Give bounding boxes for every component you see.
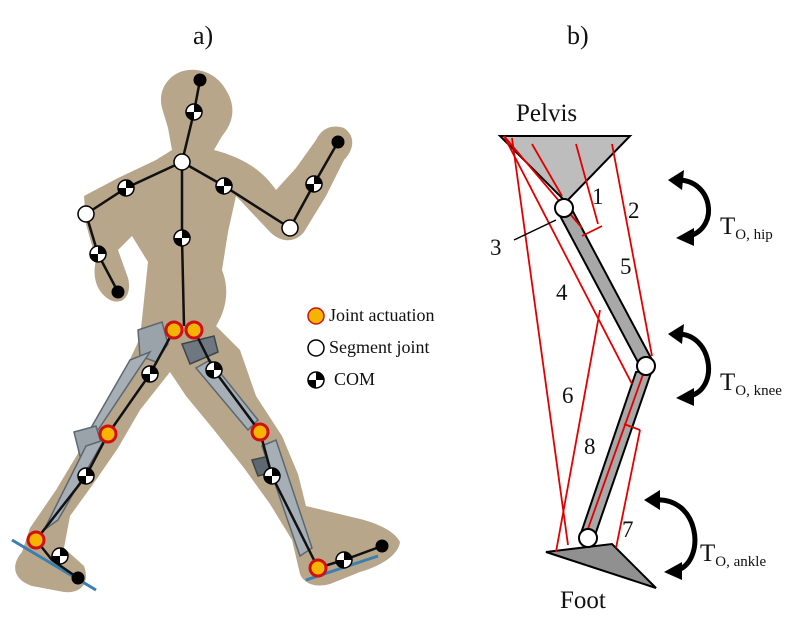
left-hip-actuator (164, 320, 184, 340)
panel-b-joints (554, 198, 656, 548)
com-marker (305, 175, 323, 193)
muscle-labels: 1 2 3 4 5 6 7 8 (490, 184, 640, 542)
muscle-label-8: 8 (584, 434, 596, 459)
right-elbow-joint (281, 219, 299, 237)
hip-joint (554, 198, 574, 218)
left-knee-actuator (98, 424, 118, 444)
right-hip-actuator (184, 320, 204, 340)
com-marker (89, 245, 107, 263)
torque-label-hip: TO, hip (720, 213, 773, 243)
com-marker (263, 467, 281, 485)
torque-arrowheads (644, 170, 694, 580)
right-toe-endpoint (375, 539, 389, 553)
exoskeleton-plates (11, 321, 379, 592)
ankle-joint (578, 528, 598, 548)
arrowhead-icon (676, 388, 694, 406)
com-marker (141, 365, 159, 383)
left-ankle-actuator (26, 530, 46, 550)
com-symbol-icon (307, 371, 325, 389)
label-3-leader (513, 219, 557, 241)
pelvis-label: Pelvis (516, 100, 577, 127)
com-marker (77, 467, 95, 485)
foot-triangle (545, 542, 657, 589)
arrowhead-icon (668, 170, 684, 190)
segment-joint-dot-icon (307, 339, 325, 357)
left-toe-endpoint (71, 571, 85, 585)
muscle-label-4: 4 (556, 280, 568, 305)
right-knee-actuator (250, 422, 270, 442)
muscle-label-3: 3 (490, 235, 502, 260)
hip-torque-arrow (677, 177, 711, 239)
panel-a-label: a) (193, 21, 213, 50)
com-marker (215, 177, 233, 195)
muscle-label-5: 5 (620, 254, 632, 279)
torque-label-knee: TO, knee (720, 369, 782, 399)
legend-com: COM (334, 369, 375, 389)
com-marker (335, 551, 353, 569)
com-marker (51, 547, 69, 565)
left-hand-endpoint (111, 285, 125, 299)
panel-b-label: b) (567, 21, 589, 50)
muscle-label-2: 2 (628, 198, 640, 223)
right-hand-endpoint (331, 135, 345, 149)
muscle-label-7: 7 (622, 517, 634, 542)
arrowhead-icon (644, 490, 660, 510)
joint-actuation-dot-icon (307, 307, 325, 325)
muscle-label-6: 6 (562, 383, 574, 408)
leg-segments (556, 204, 654, 540)
com-marker (117, 179, 135, 197)
muscle-label-1: 1 (592, 184, 604, 209)
right-ankle-actuator (308, 558, 328, 578)
legend: Joint actuation Segment joint COM (307, 305, 434, 389)
foot-label: Foot (560, 587, 606, 614)
arrowhead-icon (668, 324, 684, 344)
ankle-torque-arrow (653, 497, 698, 573)
left-elbow-joint (77, 205, 95, 223)
knee-joint (636, 356, 656, 376)
neck-joint (173, 153, 191, 171)
legend-segment-joint: Segment joint (329, 337, 430, 357)
com-marker (185, 103, 203, 121)
legend-joint-actuation: Joint actuation (329, 305, 434, 325)
torque-arrows (653, 177, 711, 573)
body-silhouette (15, 69, 401, 593)
head-endpoint (193, 73, 207, 87)
com-marker (205, 361, 223, 379)
com-marker (173, 229, 191, 247)
arrowhead-icon (676, 228, 694, 246)
skeleton-joints (71, 73, 389, 585)
actuation-markers (26, 320, 328, 578)
torque-label-ankle: TO, ankle (700, 540, 766, 570)
arrowhead-icon (664, 562, 682, 580)
knee-torque-arrow (677, 331, 711, 399)
